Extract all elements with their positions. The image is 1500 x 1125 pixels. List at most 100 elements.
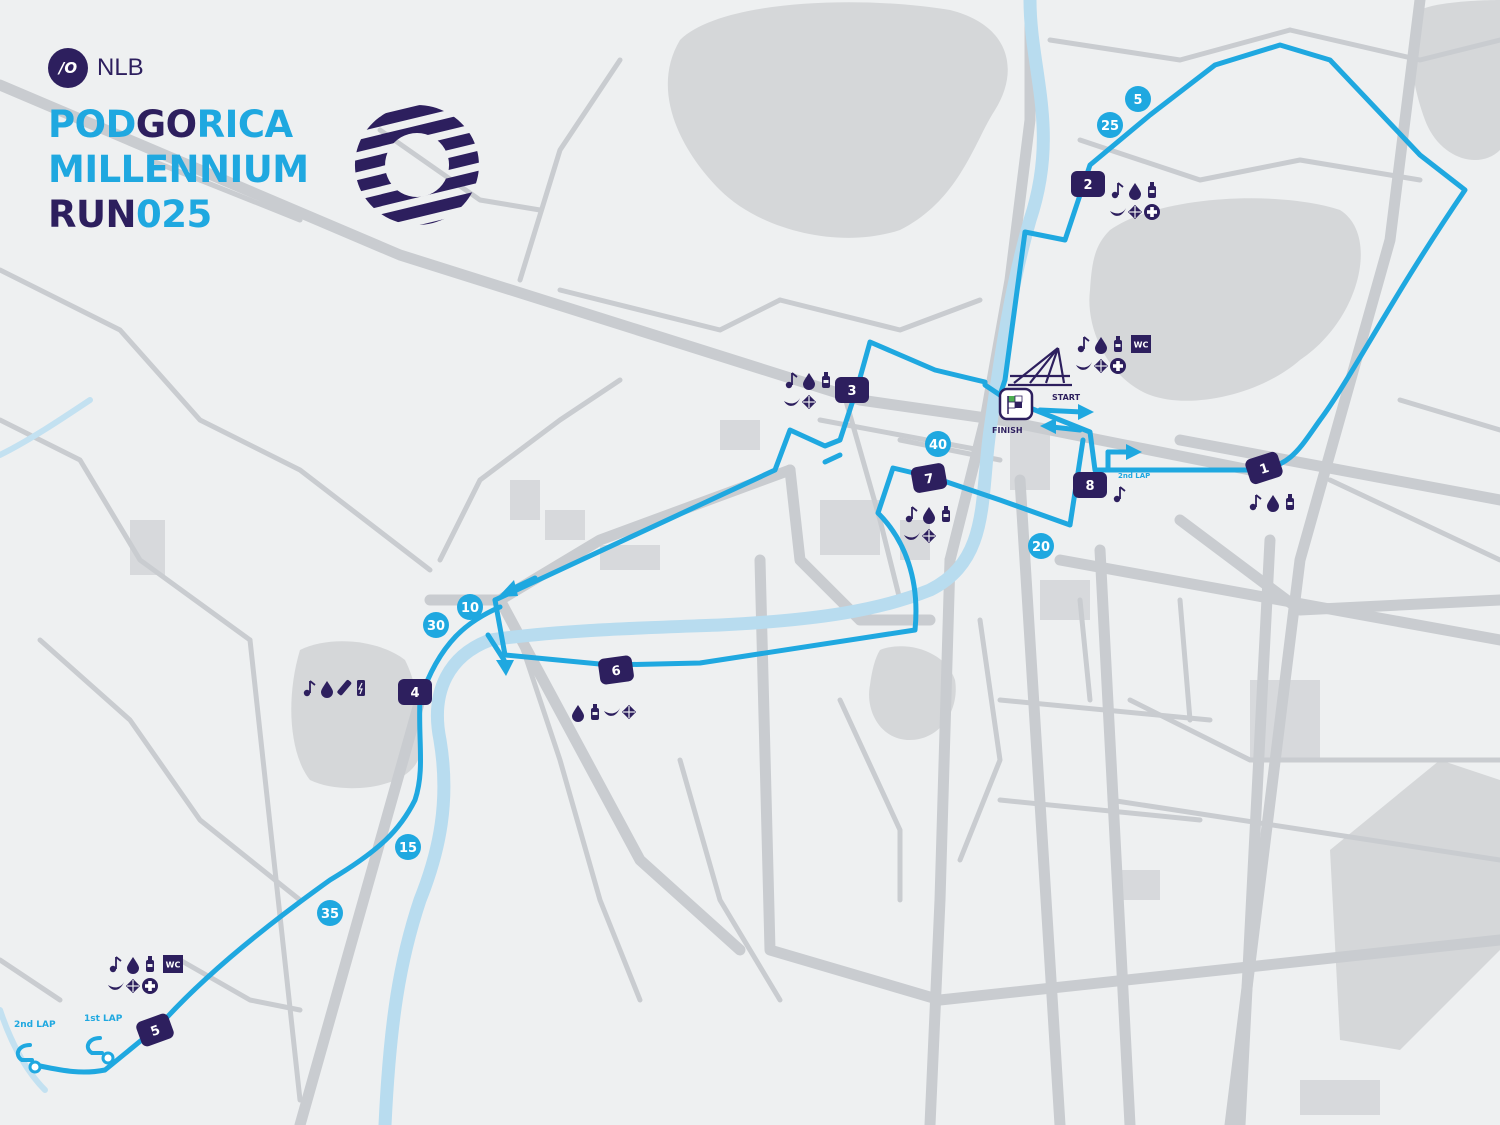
gel-icon — [337, 679, 352, 696]
music-icon — [109, 956, 122, 973]
lap-label: 2nd LAP — [1118, 472, 1150, 480]
station-label: 7 — [924, 471, 936, 487]
event-title-line-3: RUN025 — [48, 192, 309, 237]
finish-label: FINISH — [992, 426, 1023, 435]
event-title-part: RICA — [196, 103, 294, 146]
event-title-part: MILLENNIUM — [48, 148, 309, 191]
amenities: WC WC — [108, 182, 1294, 994]
km-marker-10: 10 — [457, 594, 483, 620]
cola-bottle-icon — [591, 704, 599, 720]
sponge-icon — [801, 394, 817, 410]
amenity-group — [1249, 494, 1294, 512]
km-marker-label: 20 — [1032, 540, 1050, 555]
brand-block: /O NLB PODGORICA MILLENNIUM RUN025 — [48, 48, 309, 237]
amenity-group — [1113, 486, 1126, 503]
station-label: 1 — [1258, 461, 1271, 478]
station-5: 5 — [136, 1013, 174, 1047]
cola-bottle-icon — [146, 956, 154, 972]
wc-icon: WC — [163, 955, 183, 973]
banana-icon — [904, 532, 920, 540]
station-label: 6 — [611, 663, 622, 679]
banana-icon — [604, 708, 620, 716]
nlb-logo-text: NLB — [97, 54, 144, 81]
energy-drink-icon — [357, 680, 365, 696]
wc-icon: WC — [1131, 335, 1151, 353]
bottle-icon — [822, 372, 830, 388]
start-label: START — [1052, 393, 1081, 402]
water-drop-icon — [923, 507, 935, 524]
station-1: 1 — [1245, 451, 1283, 485]
music-icon — [785, 372, 798, 389]
km-marker-label: 10 — [461, 601, 479, 616]
water-drop-icon — [1095, 337, 1107, 354]
station-label: 3 — [847, 384, 856, 399]
amenity-group — [303, 679, 365, 698]
sponge-icon — [1093, 358, 1109, 374]
music-icon — [303, 680, 316, 697]
station-label: 4 — [410, 686, 419, 701]
km-marker-15: 15 — [395, 834, 421, 860]
sponge-icon — [921, 528, 937, 544]
km-marker-40: 40 — [925, 431, 951, 457]
turnaround-label-1st-lap: 1st LAP — [84, 1014, 123, 1024]
stations: 1 2 3 4 5 6 7 8 — [136, 171, 1283, 1047]
banana-icon — [108, 982, 124, 990]
km-marker-label: 5 — [1133, 93, 1142, 108]
turnaround-labels: 2nd LAP 1st LAP — [14, 1014, 123, 1030]
sponge-icon — [125, 978, 141, 994]
km-markers: 5 25 10 30 40 20 15 35 — [317, 86, 1151, 926]
banana-icon — [1076, 362, 1092, 370]
water-drop-icon — [321, 681, 333, 698]
amenity-group: WC — [108, 955, 183, 994]
km-marker-label: 15 — [399, 841, 417, 856]
bottle-icon — [1114, 336, 1122, 352]
turnaround-dots — [28, 1051, 115, 1074]
station-4: 4 — [398, 679, 432, 705]
music-icon — [1249, 494, 1262, 511]
amenity-group — [784, 372, 830, 410]
music-icon — [1077, 336, 1090, 353]
event-emblem — [354, 105, 479, 225]
banana-icon — [1110, 208, 1126, 216]
cola-bottle-icon — [1286, 494, 1294, 510]
sponge-icon — [621, 704, 637, 720]
turnaround-loops — [15, 1036, 104, 1062]
event-title-part: POD — [48, 103, 136, 146]
medical-cross-icon — [142, 978, 158, 994]
water-drop-icon — [1129, 183, 1141, 200]
km-marker-30: 30 — [423, 612, 449, 638]
station-label: 8 — [1085, 479, 1094, 494]
station-label: 2 — [1083, 178, 1092, 193]
turnaround-label-2nd-lap: 2nd LAP — [14, 1020, 56, 1030]
km-marker-5: 5 — [1125, 86, 1151, 112]
bridge-icon — [1008, 347, 1072, 387]
medical-cross-icon — [1110, 358, 1126, 374]
music-icon — [905, 506, 918, 523]
event-title: PODGORICA MILLENNIUM RUN025 — [48, 102, 309, 237]
sponsor-logo: /O NLB — [48, 48, 309, 88]
km-marker-label: 40 — [929, 438, 947, 453]
water-drop-icon — [572, 705, 584, 722]
km-marker-label: 35 — [321, 907, 339, 922]
amenity-group — [1110, 182, 1160, 220]
station-8: 8 — [1073, 472, 1107, 498]
amenity-group: WC — [1076, 335, 1151, 374]
banana-icon — [784, 398, 800, 406]
start-finish-area: START FINISH 2nd LAP — [992, 347, 1150, 480]
amenity-group — [904, 506, 950, 544]
nlb-logo-icon: /O — [48, 48, 88, 88]
km-marker-25: 25 — [1097, 112, 1123, 138]
svg-text:WC: WC — [166, 961, 181, 970]
station-6: 6 — [598, 655, 634, 685]
event-title-line-2: MILLENNIUM — [48, 147, 309, 192]
km-marker-20: 20 — [1028, 533, 1054, 559]
event-title-part: GO — [135, 103, 197, 146]
direction-arrows — [485, 404, 1142, 676]
cola-bottle-icon — [942, 506, 950, 522]
sponge-icon — [1127, 204, 1143, 220]
finish-flag-icon — [998, 387, 1034, 421]
station-3: 3 — [835, 377, 869, 403]
km-marker-label: 25 — [1101, 119, 1119, 134]
water-drop-icon — [803, 373, 815, 390]
